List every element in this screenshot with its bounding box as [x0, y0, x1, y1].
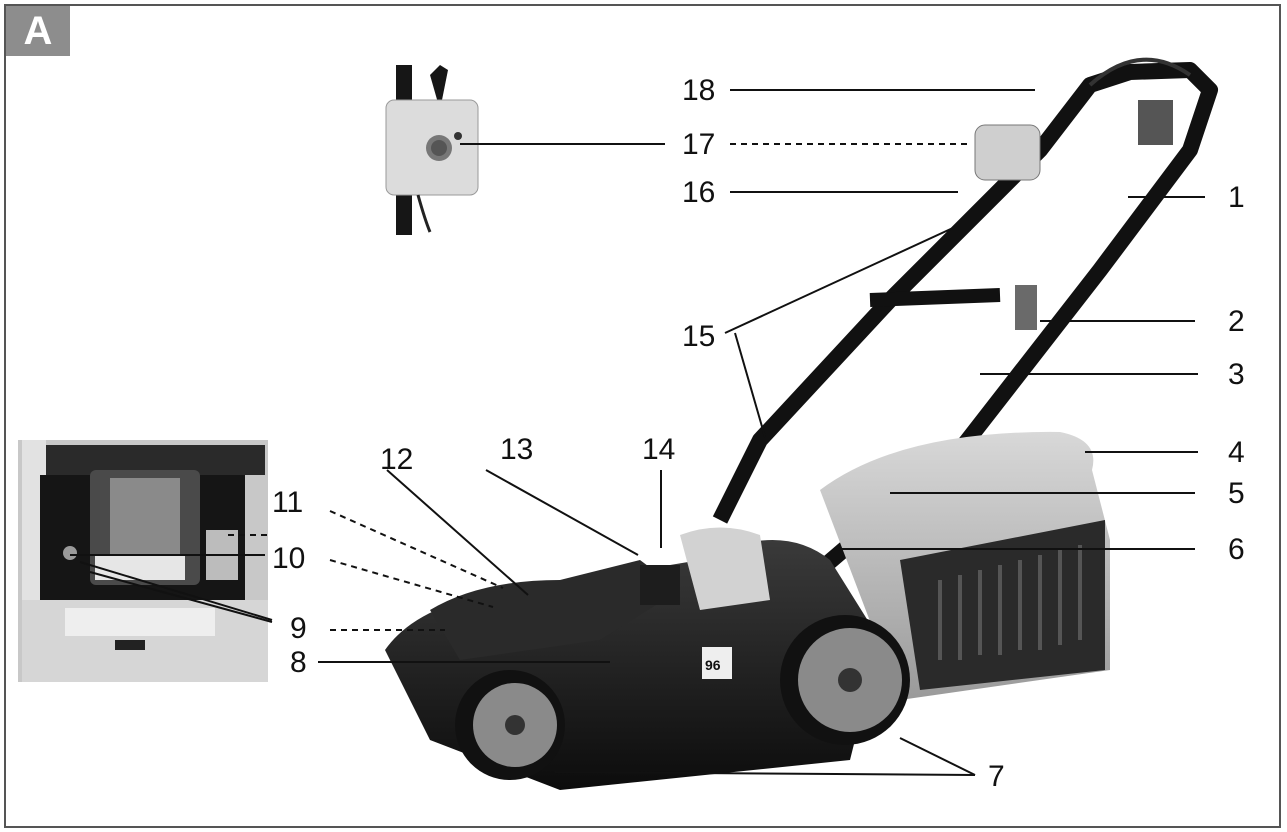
panel-label: A	[6, 6, 70, 56]
callout-7: 7	[988, 760, 1005, 793]
callout-12: 12	[380, 443, 414, 476]
callout-17: 17	[682, 128, 716, 161]
figure-frame	[4, 4, 1281, 828]
lawnmower: 96	[385, 57, 1218, 790]
dashed-leader-lines	[228, 143, 972, 631]
callout-5: 5	[1228, 477, 1245, 510]
callout-14: 14	[642, 433, 676, 466]
leader-lines	[70, 89, 1205, 776]
callout-8: 8	[290, 646, 307, 679]
callout-11: 11	[272, 486, 304, 519]
callout-4: 4	[1228, 436, 1245, 469]
front-wheel	[455, 670, 565, 780]
callout-13: 13	[500, 433, 534, 466]
callout-10: 10	[272, 542, 306, 575]
callout-18: 18	[682, 74, 716, 107]
callout-1: 1	[1228, 181, 1245, 214]
battery-compartment-inset	[18, 440, 268, 682]
callout-16: 16	[682, 176, 716, 209]
switch-box-inset	[385, 65, 479, 235]
callout-3: 3	[1228, 358, 1245, 391]
rear-wheel	[780, 615, 910, 745]
badge-96: 96	[705, 657, 721, 673]
callout-2: 2	[1228, 305, 1245, 338]
callout-15: 15	[682, 320, 716, 353]
callout-6: 6	[1228, 533, 1245, 566]
callout-9: 9	[290, 612, 307, 645]
